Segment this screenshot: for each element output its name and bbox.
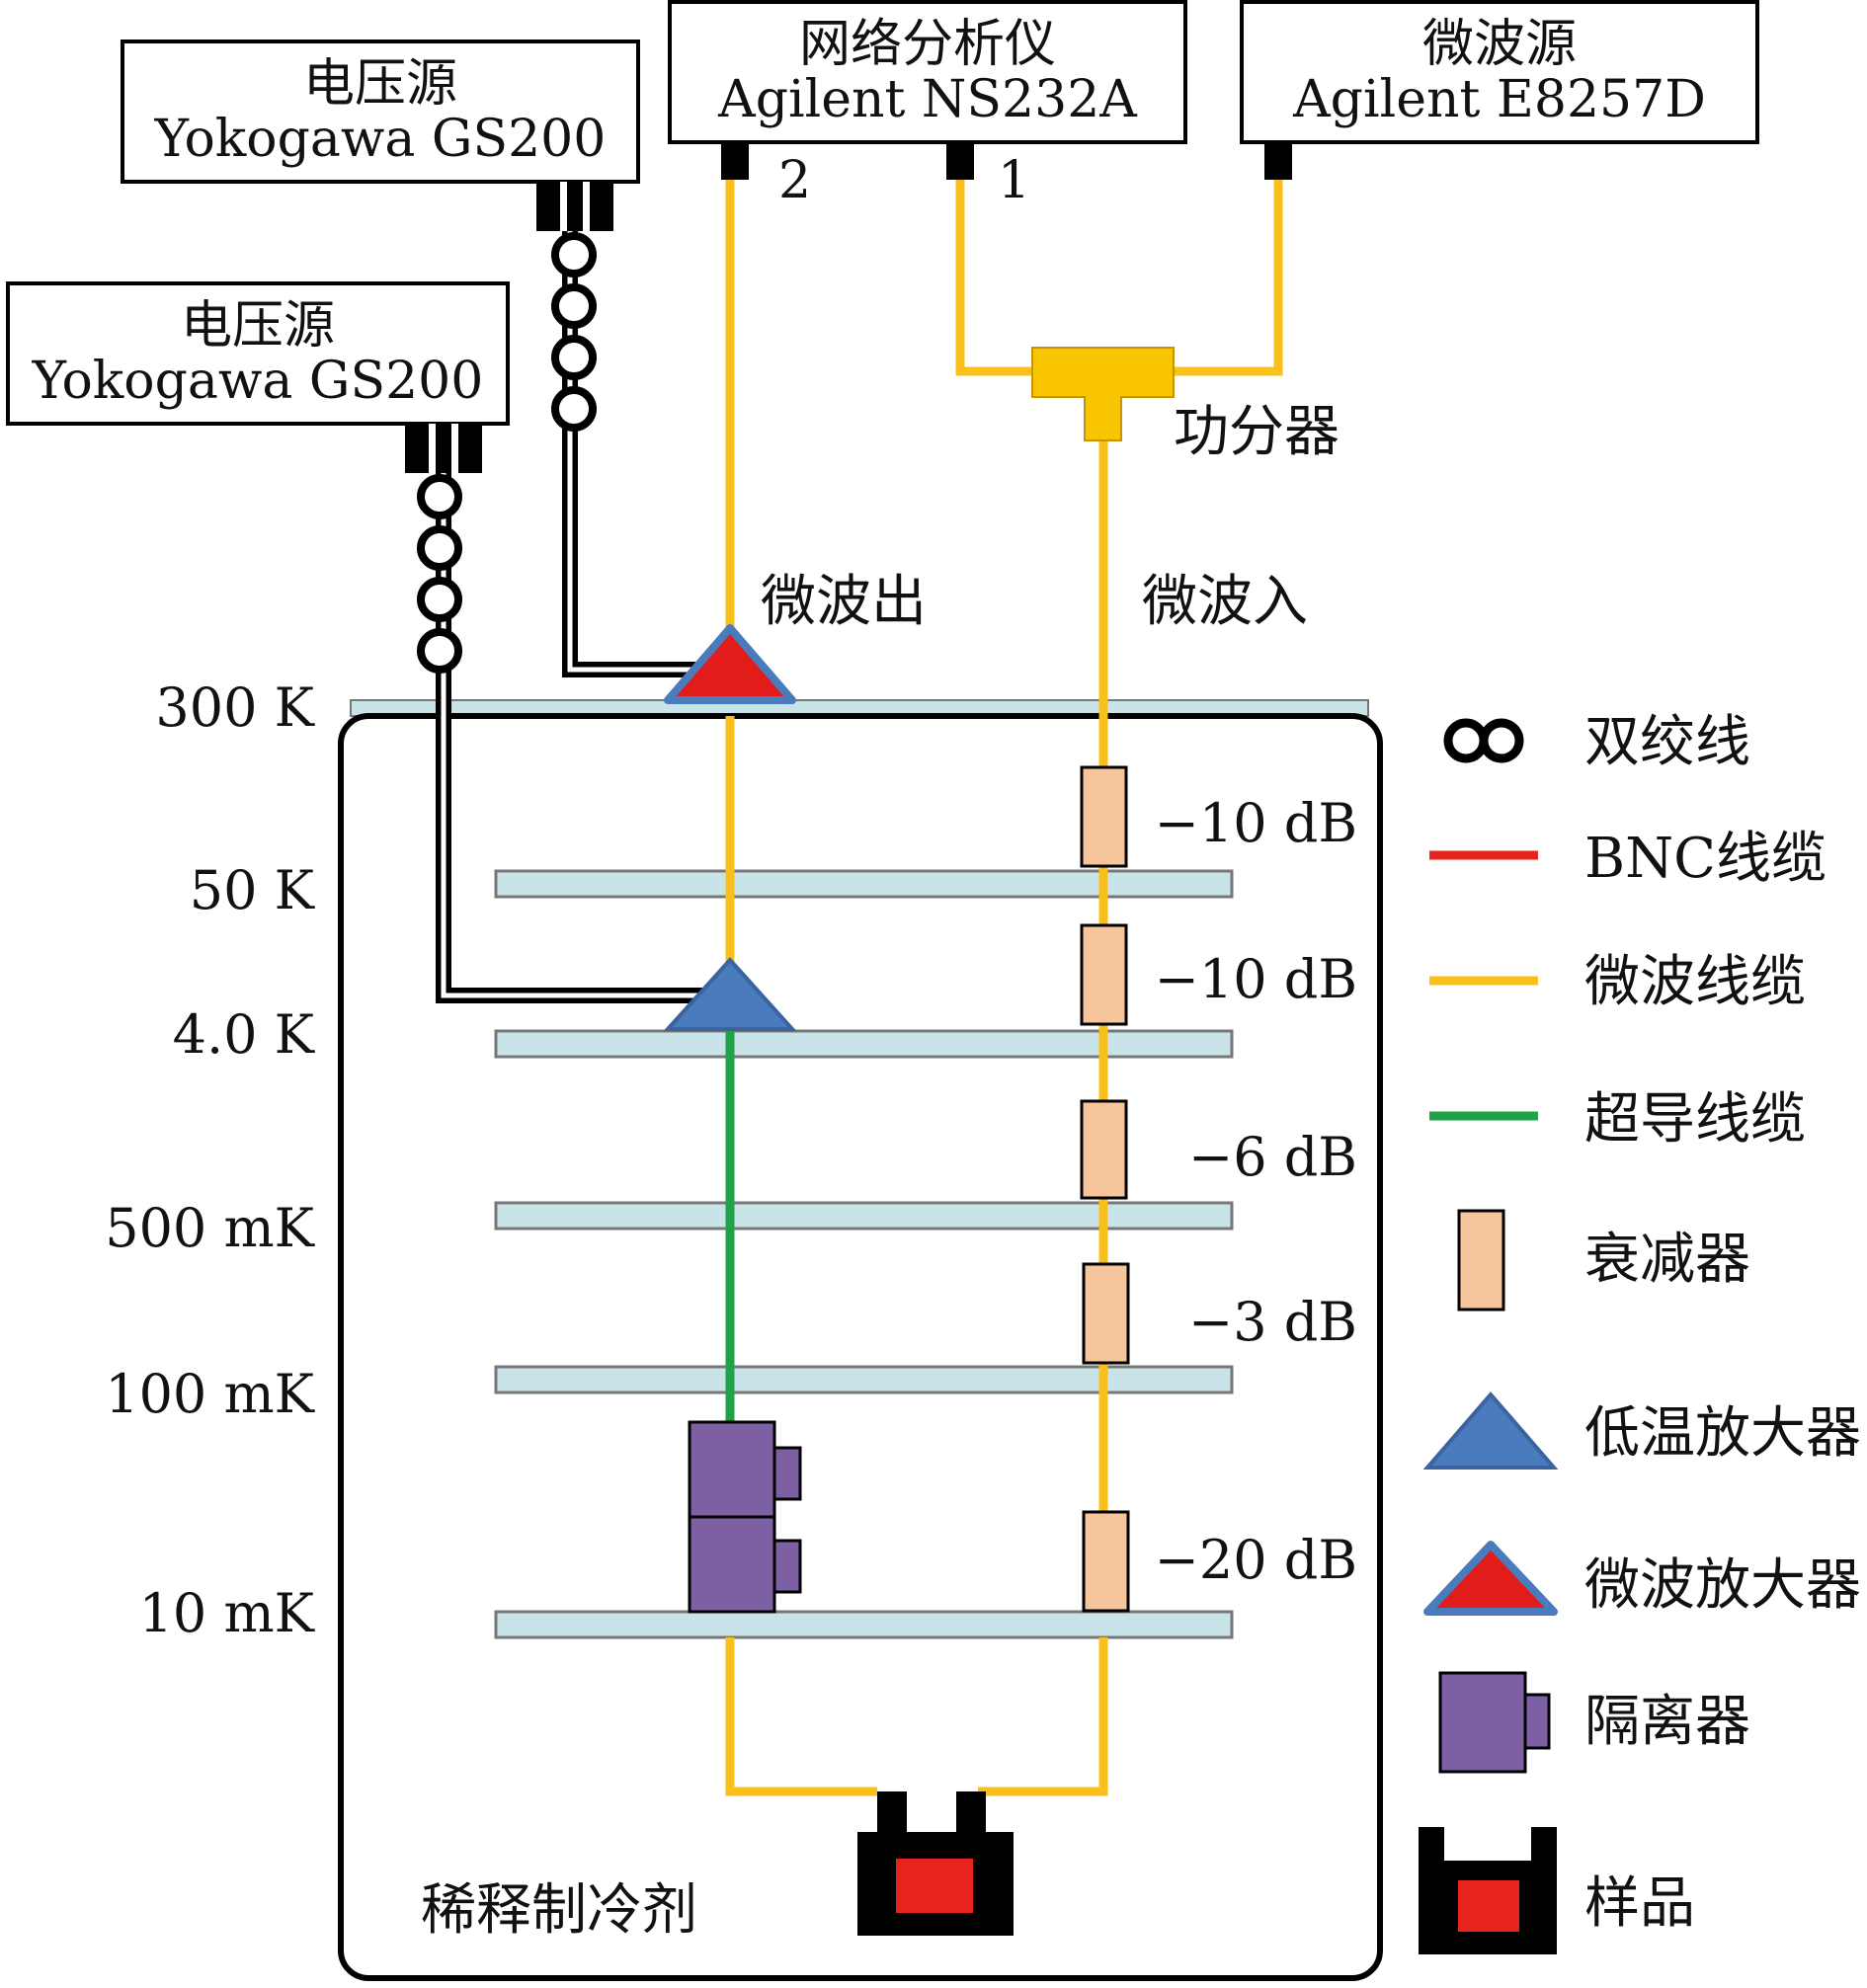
voltage-source-1-model: Yokogawa GS200 [154,110,607,169]
isolator-lower [688,1515,802,1614]
temp-100mk-label: 100 mK [105,1363,315,1425]
plate-100mk [494,1365,1234,1394]
temp-4k-label: 4.0 K [173,1003,316,1066]
network-analyzer-name: 网络分析仪 [799,15,1056,74]
microwave-source-name: 微波源 [1422,15,1577,74]
legend-isolator-icon [1438,1671,1551,1774]
fridge-label: 稀释制冷剂 [421,1878,697,1943]
isolator-upper [688,1420,802,1519]
attenuator-3 [1080,1099,1128,1200]
temp-10mk-label: 10 mK [139,1582,316,1644]
voltage-source-2-name: 电压源 [181,296,335,356]
legend-superconducting-cable-label: 超导线缆 [1584,1087,1806,1152]
temp-300k-label: 300 K [155,676,315,739]
plate-500mk [494,1201,1234,1231]
legend-attenuator-icon [1457,1209,1505,1312]
microwave-in-label: 微波入 [1142,570,1308,634]
legend-bnc-cable-label: BNC线缆 [1584,827,1826,891]
microwave-out-label: 微波出 [761,570,927,634]
legend: 双绞线 BNC线缆 微波线缆 超导线缆 衰减器 低温放大器 微波放大器 隔离器 … [1419,710,1861,1954]
legend-microwave-cable-label: 微波线缆 [1584,950,1806,1014]
splitter-label: 功分器 [1174,400,1339,464]
network-analyzer-box: 网络分析仪 Agilent NS232A [668,0,1187,144]
plate-4k [494,1029,1234,1059]
twisted-pair-cable-1 [551,231,713,677]
voltage-source-2-model: Yokogawa GS200 [32,352,484,411]
plate-50k [494,869,1234,899]
attenuator-5-label: −20 dB [1155,1529,1357,1591]
legend-twisted-pair-icon [1443,718,1524,763]
attenuator-1 [1080,765,1128,868]
sample [857,1791,1014,1936]
legend-twisted-pair-label: 双绞线 [1584,710,1750,774]
legend-cryo-amplifier-label: 低温放大器 [1584,1401,1861,1466]
microwave-source-box: 微波源 Agilent E8257D [1240,0,1759,144]
legend-isolator-label: 隔离器 [1584,1690,1750,1754]
voltage-source-box-1: 电压源 Yokogawa GS200 [121,40,640,184]
legend-microwave-amplifier-icon [1423,1541,1558,1616]
attenuator-4-label: −3 dB [1188,1291,1357,1353]
attenuator-4 [1082,1262,1130,1365]
temp-500mk-label: 500 mK [105,1197,315,1259]
microwave-source-model: Agilent E8257D [1292,70,1706,129]
legend-sample-icon [1419,1827,1557,1954]
na-port-2-connector [721,142,749,180]
attenuator-2 [1080,923,1128,1026]
attenuator-1-label: −10 dB [1155,792,1357,854]
cryo-amplifier [663,957,797,1031]
network-analyzer-model: Agilent NS232A [717,70,1138,129]
vs1-connector [536,182,613,231]
na-port-1-label: 1 [998,151,1030,210]
legend-microwave-amplifier-label: 微波放大器 [1584,1553,1861,1618]
microwave-amplifier [664,624,796,704]
legend-attenuator-label: 衰减器 [1584,1228,1750,1292]
na-port-1-connector [946,142,974,180]
attenuator-3-label: −6 dB [1188,1126,1357,1188]
attenuator-2-label: −10 dB [1155,948,1357,1010]
twisted-pair-cable-2 [417,473,713,1003]
na-port-2-label: 2 [778,151,811,210]
power-splitter [1031,347,1175,441]
temp-50k-label: 50 K [190,859,316,921]
legend-cryo-amplifier-icon [1422,1391,1559,1470]
voltage-source-1-name: 电压源 [303,54,457,114]
mw-source-connector [1264,142,1292,180]
voltage-source-box-2: 电压源 Yokogawa GS200 [6,281,510,426]
plate-10mk [494,1610,1234,1639]
vs2-connector [405,424,482,473]
attenuator-5 [1082,1510,1130,1613]
legend-sample-label: 样品 [1584,1871,1695,1936]
dilution-fridge-outline [338,713,1383,1981]
